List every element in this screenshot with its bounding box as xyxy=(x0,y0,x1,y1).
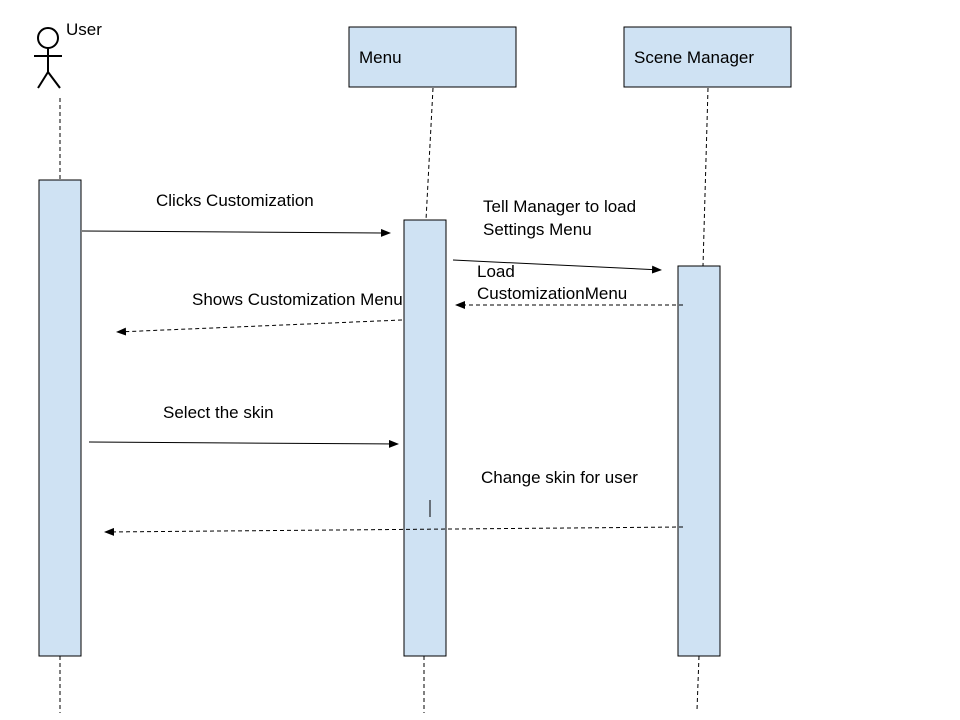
change-skin-label: Change skin for user xyxy=(481,468,638,487)
user-activation-bar xyxy=(38,179,82,657)
scene-manager-participant-box xyxy=(623,26,792,88)
user-label: User xyxy=(66,20,102,39)
menu-participant-box xyxy=(348,26,517,88)
scene-manager-label: Scene Manager xyxy=(634,48,754,67)
menu-activation-bar xyxy=(403,219,447,657)
menu-label: Menu xyxy=(359,48,402,67)
tell-manager-arrow xyxy=(452,259,662,274)
clicks-customization-arrow xyxy=(81,228,391,237)
user-actor-icon xyxy=(34,27,62,89)
scene-manager-lifeline-bottom xyxy=(696,655,700,711)
change-skin-return-arrow xyxy=(104,526,684,536)
load-label-line2: CustomizationMenu xyxy=(477,284,627,303)
tell-manager-label-line1: Tell Manager to load xyxy=(483,197,636,216)
select-skin-label: Select the skin xyxy=(163,403,274,422)
menu-lifeline-top xyxy=(425,87,434,221)
clicks-customization-label: Clicks Customization xyxy=(156,191,314,210)
tell-manager-label-line2: Settings Menu xyxy=(483,220,592,239)
select-skin-arrow xyxy=(88,439,399,448)
shows-customization-label: Shows Customization Menu xyxy=(192,290,403,309)
scene-manager-activation-bar xyxy=(677,265,721,657)
scene-manager-lifeline-top xyxy=(702,87,709,267)
shows-customization-return-arrow xyxy=(116,319,403,336)
load-label-line1: Load xyxy=(477,262,515,281)
